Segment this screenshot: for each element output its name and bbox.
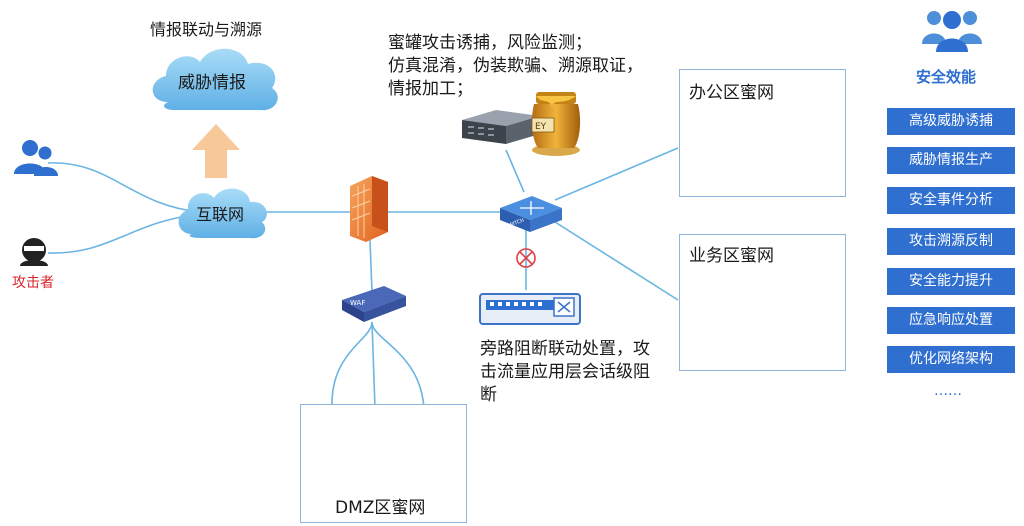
honey-jar-icon: EY	[531, 92, 581, 156]
honeypot-line-2: 仿真混淆，伪装欺骗、溯源取证，	[388, 56, 643, 76]
effectiveness-item: 安全事件分析	[887, 187, 1015, 214]
switch-icon: SWITCH	[500, 196, 562, 232]
bypass-description: 旁路阻断联动处置，攻 击流量应用层会话级阻 断	[480, 338, 650, 407]
threat-intel-cloud	[152, 48, 278, 111]
up-arrow-icon	[192, 124, 240, 178]
honeypot-description: 蜜罐攻击诱捕，风险监测； 仿真混淆，伪装欺骗、溯源取证， 情报加工；	[388, 32, 643, 101]
effectiveness-title: 安全效能	[916, 68, 977, 86]
block-icon	[516, 248, 536, 268]
effectiveness-item: 高级威胁诱捕	[887, 108, 1015, 135]
effectiveness-item: 威胁情报生产	[887, 147, 1015, 174]
effectiveness-item: 安全能力提升	[887, 268, 1015, 295]
effectiveness-more: ……	[934, 383, 962, 399]
user-group-icon	[14, 140, 58, 176]
effectiveness-item: 优化网络架构	[887, 346, 1015, 373]
waf-label: WAF	[350, 299, 365, 307]
attacker-icon	[20, 238, 48, 266]
firewall-icon	[350, 176, 388, 242]
bypass-line-2: 击流量应用层会话级阻	[480, 362, 650, 382]
bypass-line-3: 断	[480, 385, 497, 405]
office-zone-title: 办公区蜜网	[689, 83, 774, 103]
honeypot-line-1: 蜜罐攻击诱捕，风险监测；	[388, 33, 592, 53]
honey-jar-label: EY	[535, 122, 547, 132]
threat-intel-caption: 情报联动与溯源	[150, 20, 263, 39]
internet-label: 互联网	[196, 205, 245, 224]
attacker-label: 攻击者	[12, 275, 54, 291]
internet-cloud	[178, 188, 267, 239]
honeypot-server-icon	[462, 110, 540, 144]
effectiveness-item: 攻击溯源反制	[887, 228, 1015, 255]
security-team-icon	[922, 11, 982, 52]
office-zone-panel: 办公区蜜网	[679, 69, 846, 197]
business-zone-panel: 业务区蜜网	[679, 234, 846, 371]
bypass-line-1: 旁路阻断联动处置，攻	[480, 339, 650, 359]
effectiveness-item: 应急响应处置	[887, 307, 1015, 334]
threat-intel-cloud-label: 威胁情报	[178, 73, 246, 93]
bypass-block-device-icon	[479, 293, 581, 325]
business-zone-title: 业务区蜜网	[689, 246, 774, 266]
dmz-zone-title: DMZ区蜜网	[335, 498, 426, 518]
waf-device-icon: WAF	[342, 286, 406, 322]
dmz-zone-panel: DMZ区蜜网	[300, 404, 467, 523]
connection-lines	[47, 147, 679, 409]
honeypot-line-3: 情报加工；	[388, 79, 473, 99]
